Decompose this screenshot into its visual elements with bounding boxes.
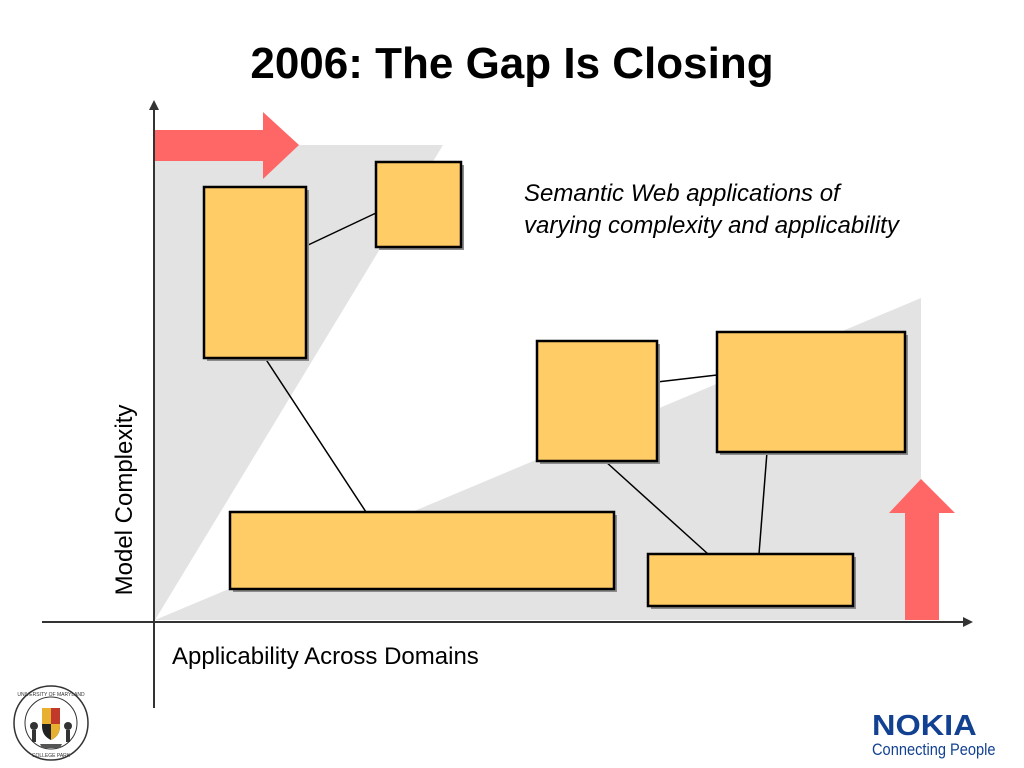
x-axis-label: Applicability Across Domains [172, 643, 479, 670]
box-small-top [374, 160, 463, 249]
nokia-wordmark: NOKIA [872, 710, 977, 742]
box-mid-right [535, 339, 659, 463]
connector-line [604, 460, 709, 555]
box-wide-bottom [228, 510, 616, 591]
box-small-bottom-right [646, 552, 855, 608]
annotation-line: varying complexity and applicability [524, 212, 899, 239]
connector-line [758, 451, 768, 555]
arrow-right [155, 112, 299, 179]
nokia-logo: NOKIA Connecting People [872, 712, 1012, 760]
connector-line [264, 357, 367, 513]
arrow-up [889, 479, 955, 620]
slide-title: 2006: The Gap Is Closing [250, 39, 774, 88]
svg-text:UNIVERSITY OF MARYLAND: UNIVERSITY OF MARYLAND [17, 692, 85, 698]
connector-line [656, 374, 718, 383]
annotation-line: Semantic Web applications of [524, 180, 840, 207]
y-axis-label: Model Complexity [111, 404, 138, 596]
diagram-annotation: Semantic Web applications of varying com… [524, 178, 994, 242]
university-seal-logo: UNIVERSITY OF MARYLAND COLLEGE PARK [13, 685, 89, 761]
box-tall-upper-left [202, 185, 308, 360]
svg-text:COLLEGE PARK: COLLEGE PARK [32, 753, 71, 759]
x-axis-arrowhead [963, 617, 973, 627]
y-axis-arrowhead [149, 100, 159, 110]
connector-line [305, 212, 377, 247]
nokia-tagline: Connecting People [872, 740, 996, 759]
box-large-right [715, 330, 907, 454]
